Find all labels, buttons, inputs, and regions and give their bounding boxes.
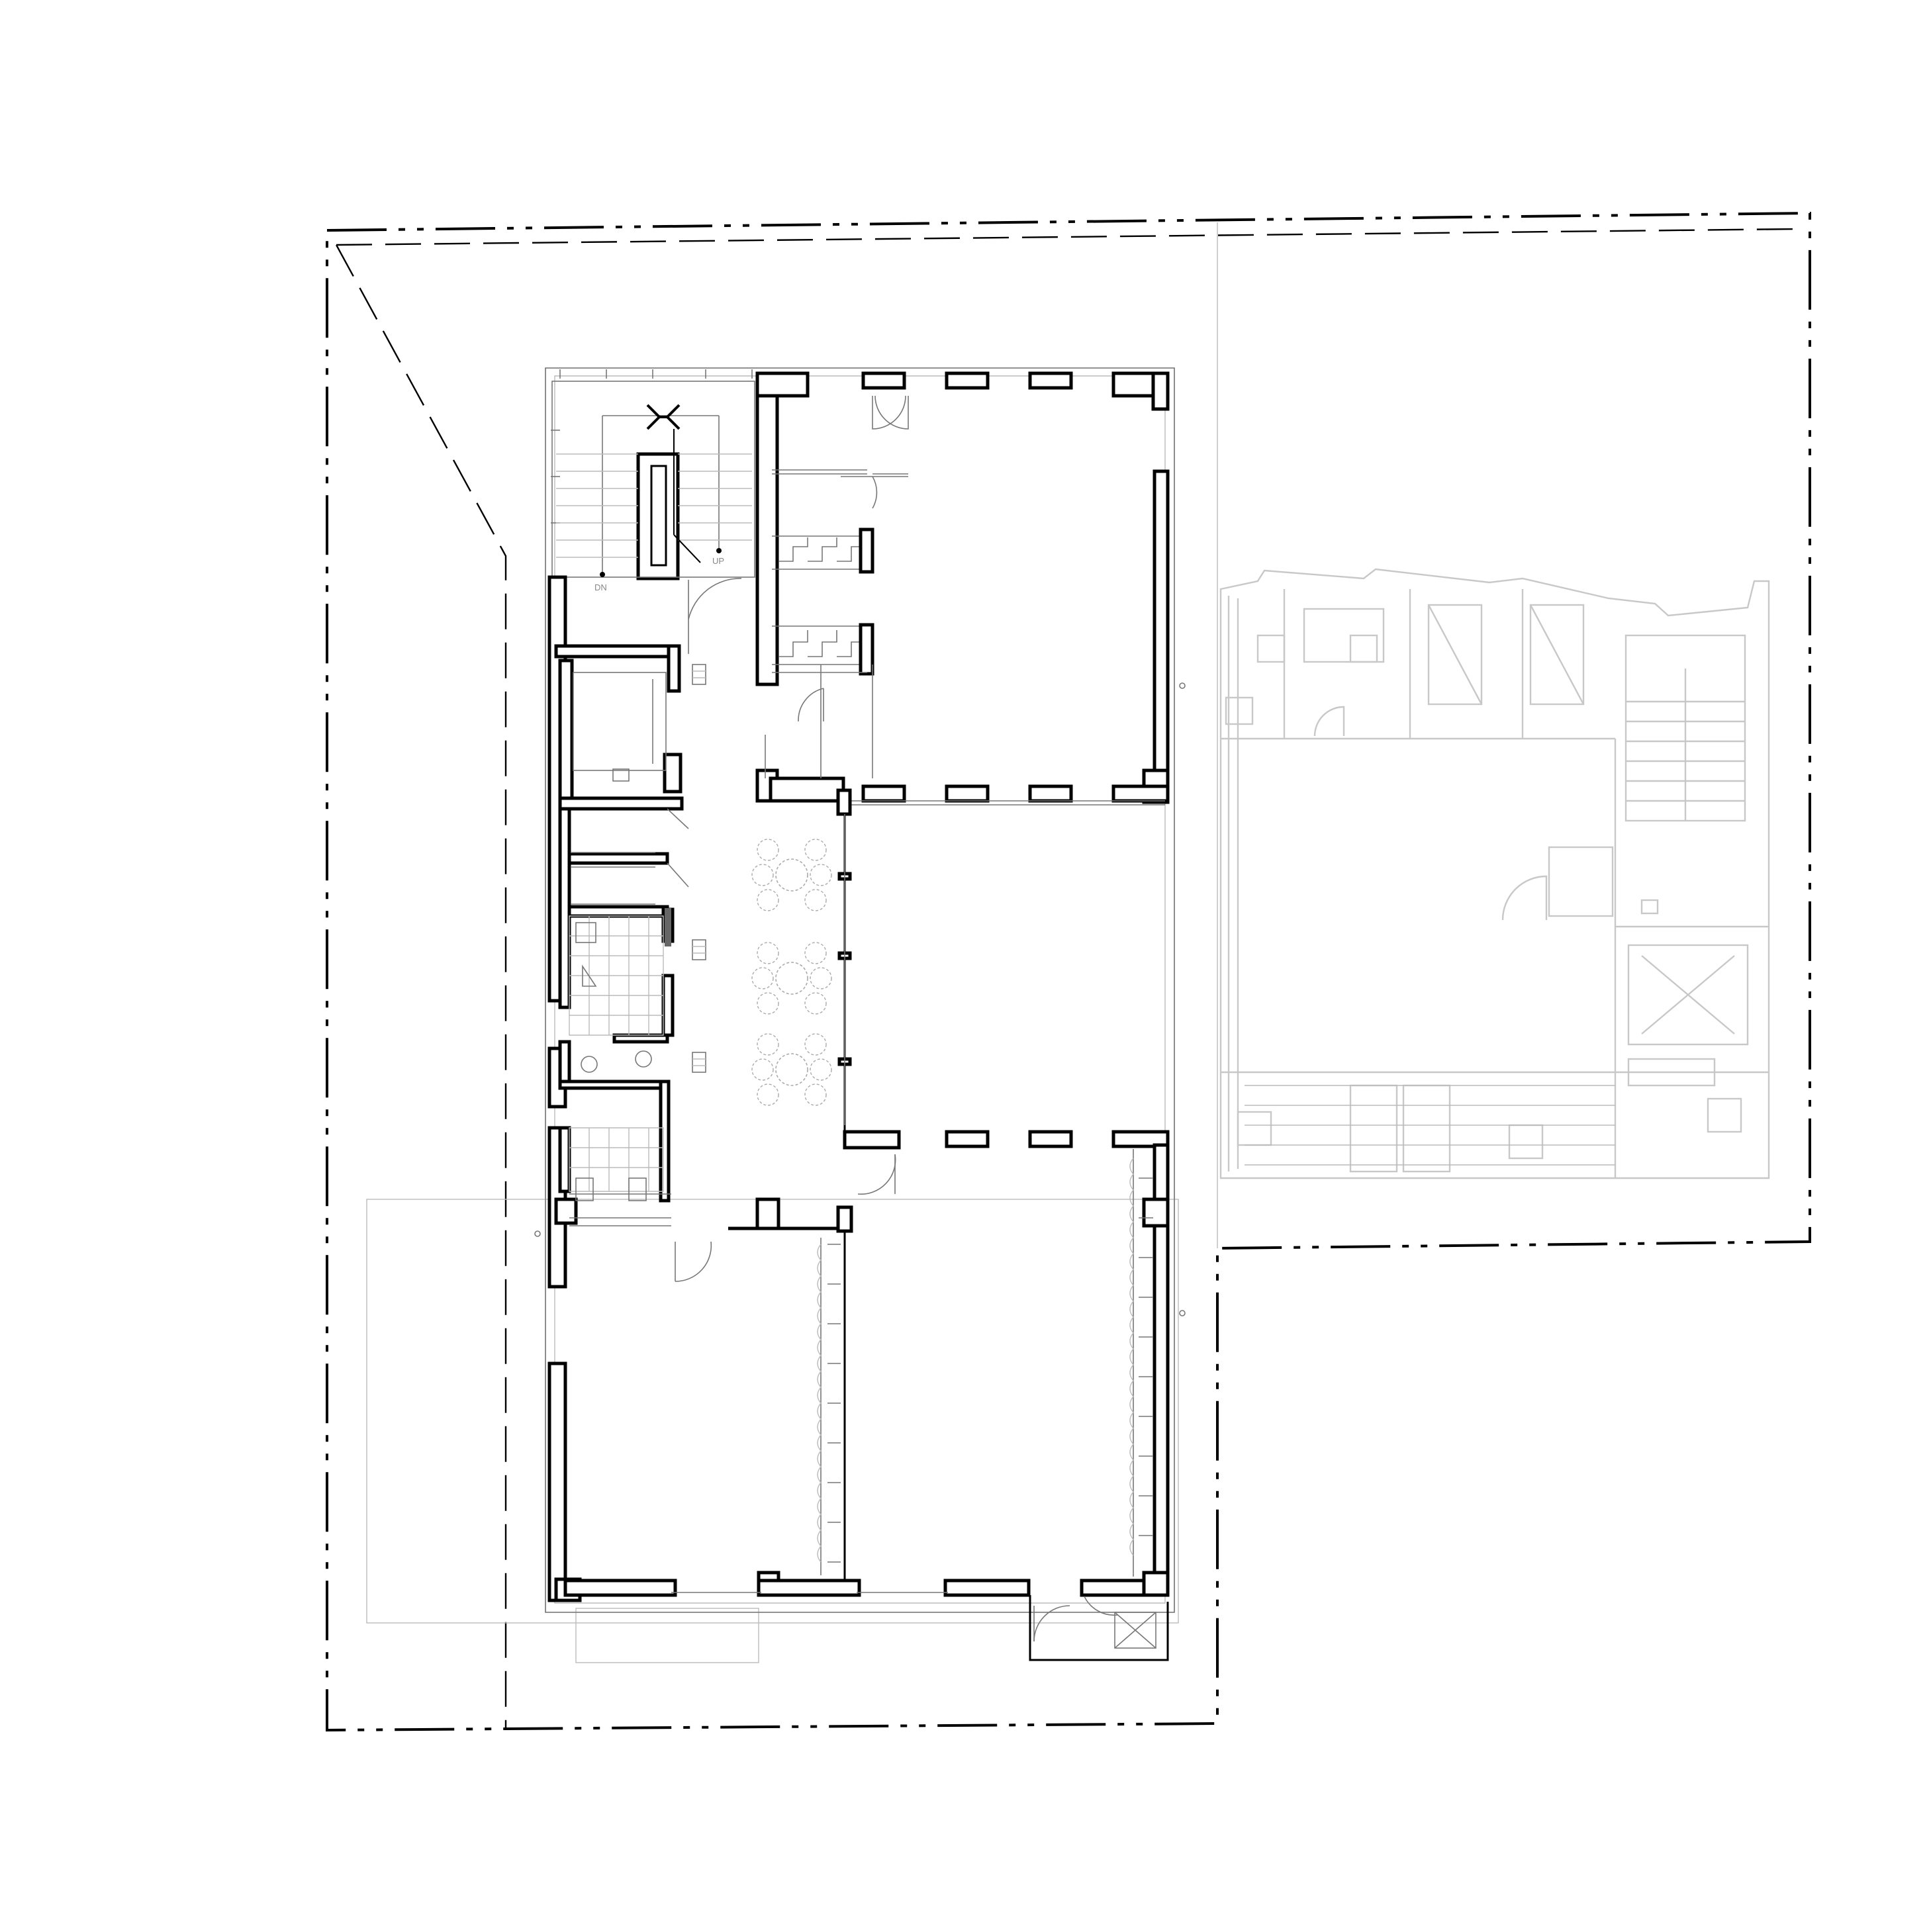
south-exit-vestibule	[1029, 1595, 1169, 1661]
cafe-table	[775, 962, 808, 995]
cafe-chair	[804, 992, 827, 1015]
stair-up-label: UP	[712, 556, 724, 566]
cafe-chair	[804, 889, 827, 911]
cafe-table	[775, 1053, 808, 1086]
service-rooms	[554, 644, 689, 1226]
upper-room-stepped-seating	[772, 469, 874, 778]
upper-room-south-wall	[755, 768, 1170, 805]
corridor-elements	[675, 788, 896, 1588]
cafe-chair	[757, 1033, 779, 1056]
neighbor-building	[1219, 568, 1770, 1179]
stair-core: DN UP	[551, 381, 755, 654]
cafe-chair	[804, 839, 827, 861]
neighbor-stair-treads	[1626, 700, 1745, 802]
lower-rooms	[563, 814, 1170, 1597]
cafe-chair	[757, 1083, 779, 1106]
stair-down-label: DN	[594, 582, 607, 592]
floor-drains	[692, 664, 706, 1073]
cafe-chair	[757, 839, 779, 861]
main-building: DN UP	[545, 367, 1175, 1661]
cafe-chair	[810, 1058, 832, 1081]
upper-room-doors[interactable]	[765, 395, 909, 778]
cafe-chair	[804, 1083, 827, 1106]
cafe-table	[775, 858, 808, 892]
cafe-chair	[810, 864, 832, 886]
cafe-chair	[757, 992, 779, 1015]
setback-line	[335, 228, 1796, 1729]
site-boundary	[326, 211, 1811, 1732]
cafe-chair	[804, 1033, 827, 1056]
cafe-chair	[804, 942, 827, 964]
upper-room-east-wall	[1142, 469, 1170, 804]
stair-treads	[556, 453, 752, 558]
cafe-chair	[751, 864, 774, 886]
cafe-tables	[751, 839, 832, 1106]
site-markers	[534, 682, 1186, 1316]
cafe-chair	[751, 967, 774, 989]
north-wall	[551, 369, 1170, 686]
cafe-chair	[757, 889, 779, 911]
cafe-chair	[751, 1058, 774, 1081]
cafe-chair	[757, 942, 779, 964]
cafe-chair	[810, 967, 832, 989]
